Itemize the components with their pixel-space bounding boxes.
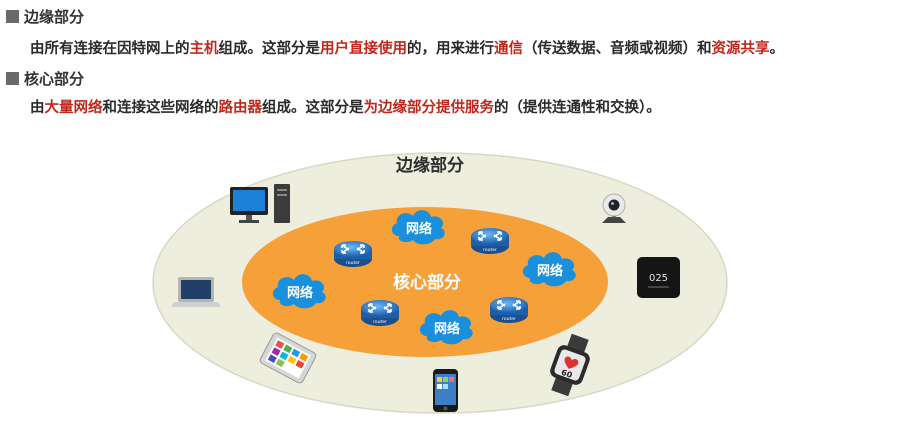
router-icon: router — [489, 296, 529, 324]
edge-heading-row: 边缘部分 — [6, 6, 84, 27]
router-icon: router — [470, 227, 510, 255]
core-desc-text-1: 由 — [30, 100, 45, 116]
core-desc-text-2: 和连接这些网络的 — [102, 100, 219, 116]
core-desc-highlight-routers: 路由器 — [218, 100, 263, 116]
router-icon: router — [333, 240, 373, 268]
smart-speaker-icon: 025 — [637, 257, 680, 298]
smartwatch-icon: 60 — [550, 333, 590, 397]
core-desc-text-4: 的（提供连通性和交换）。 — [494, 100, 661, 116]
core-heading: 核心部分 — [24, 70, 85, 88]
network-cloud-icon: 网络 — [391, 210, 445, 245]
edge-desc-highlight-communication: 通信 — [494, 41, 523, 57]
router-label: router — [373, 319, 387, 325]
webcam-icon — [602, 193, 626, 223]
edge-desc-text-4: （传送数据、音频或视频）和 — [523, 41, 712, 57]
network-cloud-icon: 网络 — [522, 252, 576, 287]
edge-desc-highlight-direct-use: 用户直接使用 — [320, 41, 407, 57]
core-desc-text-3: 组成。这部分是 — [262, 100, 364, 116]
edge-desc-text-2: 组成。这部分是 — [218, 41, 321, 57]
core-desc-highlight-service: 为边缘部分提供服务 — [363, 100, 495, 116]
bullet-square-icon — [6, 72, 19, 85]
watch-time-text: 60 — [560, 368, 574, 380]
core-area-label: 核心部分 — [393, 272, 461, 293]
network-cloud-icon: 网络 — [272, 274, 326, 309]
bullet-square-icon — [6, 10, 19, 23]
speaker-time-text: 025 — [649, 273, 668, 284]
network-cloud-label: 网络 — [434, 321, 460, 337]
edge-heading: 边缘部分 — [24, 8, 85, 26]
core-desc-highlight-networks: 大量网络 — [44, 100, 103, 116]
core-heading-row: 核心部分 — [6, 68, 84, 89]
core-description: 由大量网络和连接这些网络的路由器组成。这部分是为边缘部分提供服务的（提供连通性和… — [30, 96, 661, 117]
network-cloud-label: 网络 — [287, 285, 313, 301]
router-label: router — [483, 247, 497, 253]
smartphone-icon — [433, 369, 458, 412]
router-label: router — [502, 316, 516, 322]
network-cloud-label: 网络 — [537, 263, 563, 279]
edge-desc-text-5: 。 — [769, 41, 785, 57]
router-label: router — [346, 260, 360, 266]
desktop-computer-icon — [230, 184, 290, 223]
edge-area-label: 边缘部分 — [395, 155, 464, 176]
edge-desc-highlight-hosts: 主机 — [189, 41, 219, 57]
edge-desc-text-3: 的，用来进行 — [407, 41, 494, 57]
edge-desc-text-1: 由所有连接在因特网上的 — [30, 41, 190, 57]
tablet-icon — [259, 332, 317, 384]
network-cloud-icon: 网络 — [419, 310, 473, 345]
laptop-icon — [171, 277, 221, 307]
edge-description: 由所有连接在因特网上的主机组成。这部分是用户直接使用的，用来进行通信（传送数据、… — [30, 37, 784, 58]
edge-desc-highlight-resource-sharing: 资源共享 — [711, 41, 770, 57]
router-icon: router — [360, 299, 400, 327]
network-cloud-label: 网络 — [406, 221, 432, 237]
